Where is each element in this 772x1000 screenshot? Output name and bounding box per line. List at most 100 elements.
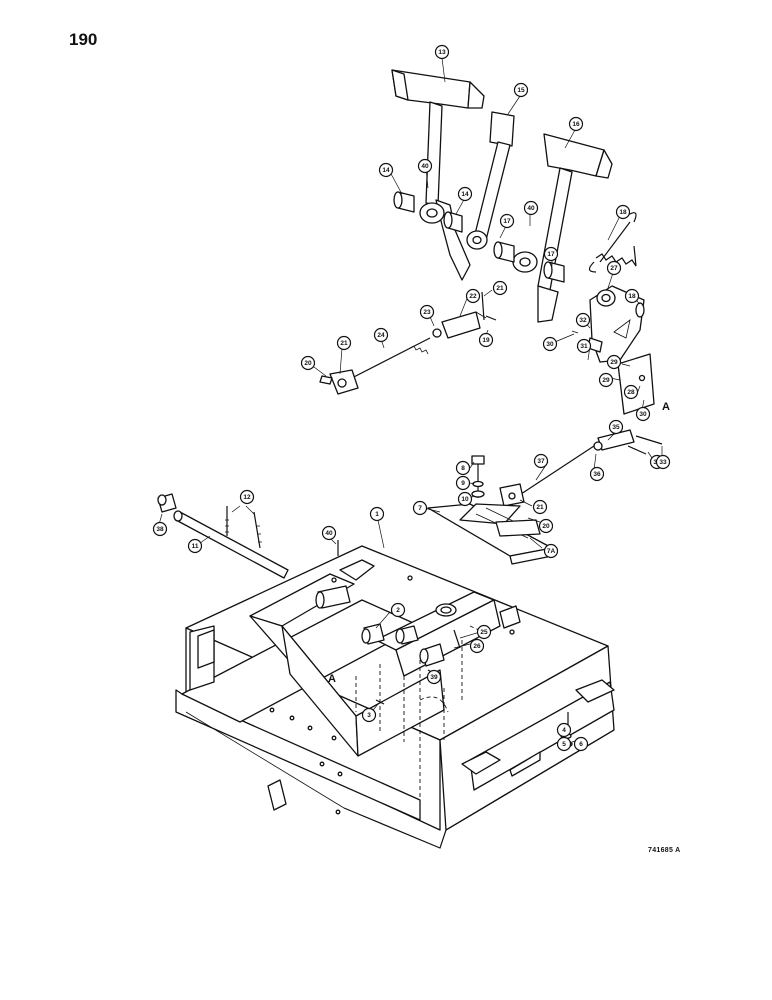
- callout-label: 40: [325, 530, 333, 537]
- callout-16: 16: [568, 116, 584, 132]
- bellcrank-bracket: [571, 285, 655, 415]
- callout-label: 30: [639, 411, 647, 418]
- callout-17: 17: [499, 213, 515, 229]
- callout-30: 30: [542, 336, 558, 352]
- callout-29: 29: [598, 372, 614, 388]
- callout-label: 26: [473, 643, 481, 650]
- callout-label: 27: [610, 265, 618, 272]
- callout-label: 35: [612, 424, 620, 431]
- callout-label: 9: [461, 480, 465, 487]
- pedal-frame: [175, 540, 615, 849]
- callout-14: 14: [457, 186, 473, 202]
- callout-7a: 7A: [543, 543, 559, 559]
- callout-21: 21: [492, 280, 508, 296]
- callout-label: 5: [562, 741, 566, 748]
- callout-29: 29: [606, 354, 622, 370]
- callout-label: 13: [438, 49, 446, 56]
- callout-2: 2: [390, 602, 406, 618]
- lower-bolt-washers: [471, 455, 485, 498]
- callout-1: 1: [369, 506, 385, 522]
- callout-26: 26: [469, 638, 485, 654]
- callout-label: 8: [461, 465, 465, 472]
- callout-label: 3: [367, 712, 371, 719]
- callout-22: 22: [465, 288, 481, 304]
- brake-pedal-right: [493, 133, 613, 323]
- callout-label: 28: [627, 389, 635, 396]
- callout-6: 6: [573, 736, 589, 752]
- callout-label: 18: [619, 209, 627, 216]
- callout-label: 10: [461, 496, 469, 503]
- callout-18: 18: [624, 288, 640, 304]
- callout-25: 25: [476, 624, 492, 640]
- callout-8: 8: [455, 460, 471, 476]
- upper-linkage-rod: [319, 291, 497, 395]
- callout-label: 21: [340, 340, 348, 347]
- callout-label: 22: [469, 293, 477, 300]
- callout-17: 17: [543, 246, 559, 262]
- callout-12: 12: [239, 489, 255, 505]
- view-label-a-lower: A: [328, 673, 336, 685]
- callout-label: 1: [375, 511, 379, 518]
- callout-20: 20: [300, 355, 316, 371]
- callout-label: 40: [527, 205, 535, 212]
- callout-5: 5: [556, 736, 572, 752]
- callout-label: 38: [156, 526, 164, 533]
- callout-11: 11: [187, 538, 203, 554]
- pedal-pad-7a: [427, 503, 553, 565]
- callout-label: 23: [423, 309, 431, 316]
- callout-label: 24: [377, 332, 385, 339]
- callout-label: 32: [579, 317, 587, 324]
- callout-label: 17: [547, 251, 555, 258]
- callout-label: 17: [503, 218, 511, 225]
- figure-code: 741685 A: [648, 847, 681, 854]
- callout-label: 11: [192, 543, 199, 550]
- callout-label: 33: [659, 459, 667, 466]
- callout-label: 6: [579, 741, 583, 748]
- callout-13: 13: [434, 44, 450, 60]
- callout-21: 21: [336, 335, 352, 351]
- callout-40: 40: [523, 200, 539, 216]
- callout-33: 33: [655, 454, 671, 470]
- callout-label: 7A: [547, 548, 556, 555]
- callout-label: 19: [482, 337, 490, 344]
- callout-label: 20: [304, 360, 312, 367]
- callout-label: 37: [537, 458, 545, 465]
- callout-7: 7: [412, 500, 428, 516]
- callout-32: 32: [575, 312, 591, 328]
- callout-label: 40: [421, 163, 429, 170]
- callout-label: 21: [536, 504, 544, 511]
- callout-30: 30: [635, 406, 651, 422]
- callout-label: 14: [461, 191, 469, 198]
- callout-10: 10: [457, 491, 473, 507]
- callout-27: 27: [606, 260, 622, 276]
- callout-37: 37: [533, 453, 549, 469]
- callout-24: 24: [373, 327, 389, 343]
- callout-label: 14: [382, 167, 390, 174]
- callout-4: 4: [556, 722, 572, 738]
- callout-15: 15: [513, 82, 529, 98]
- callout-9: 9: [455, 475, 471, 491]
- callout-label: 39: [430, 674, 438, 681]
- callout-label: 25: [480, 629, 488, 636]
- brake-pedal-left: [391, 69, 485, 281]
- callout-label: 18: [628, 293, 636, 300]
- cross-shaft: [157, 493, 289, 579]
- callout-label: 16: [572, 121, 580, 128]
- callout-35: 35: [608, 419, 624, 435]
- callout-label: 7: [418, 505, 422, 512]
- callout-40: 40: [417, 158, 433, 174]
- center-pedal: [466, 111, 515, 250]
- callout-40: 40: [321, 525, 337, 541]
- callout-label: 21: [496, 285, 504, 292]
- callout-18: 18: [615, 204, 631, 220]
- lower-linkage-rod: [499, 429, 663, 507]
- callout-19: 19: [478, 332, 494, 348]
- callout-label: 15: [517, 87, 525, 94]
- callout-23: 23: [419, 304, 435, 320]
- callout-38: 38: [152, 521, 168, 537]
- callout-label: 12: [243, 494, 251, 501]
- callout-label: 4: [562, 727, 566, 734]
- callout-28: 28: [623, 384, 639, 400]
- callout-3: 3: [361, 707, 377, 723]
